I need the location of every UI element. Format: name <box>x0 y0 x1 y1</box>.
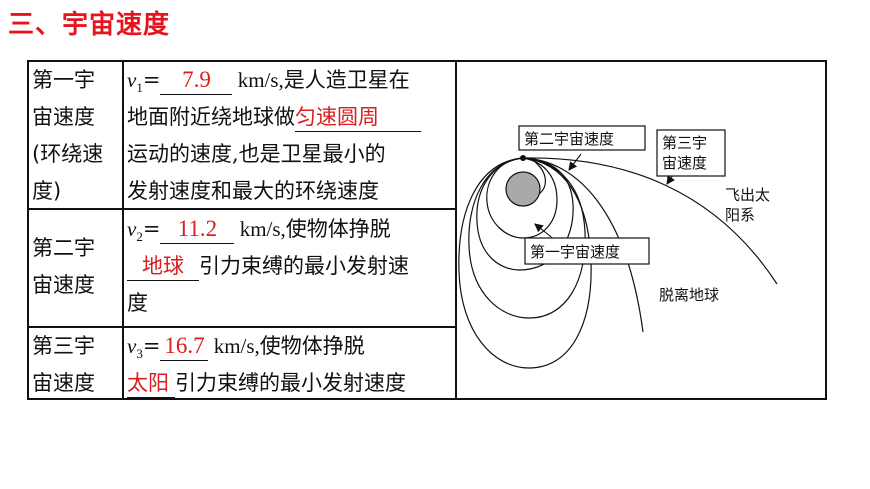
row-3-name: 第三宇 宙速度 <box>32 328 124 402</box>
label-box-second <box>518 125 646 151</box>
answer-blank: 7.9 <box>160 66 233 95</box>
row-divider-1 <box>29 208 457 210</box>
answer-value: 11.2 <box>177 216 218 241</box>
description-text: km/s,使物体挣脱 <box>234 217 391 241</box>
label-escape-earth: 脱离地球 <box>659 286 719 304</box>
answer-value: 匀速圆周 <box>295 105 379 129</box>
row-2-name: 第二宇 宙速度 <box>32 230 124 304</box>
description-text: 引力束缚的最小发射速度 <box>175 371 406 395</box>
description-text: km/s,使物体挣脱 <box>208 334 365 358</box>
label-box-third <box>656 129 726 177</box>
label-fly-out-1: 飞出太 <box>725 186 770 204</box>
column-divider-2 <box>455 62 457 398</box>
answer-value: 地球 <box>142 254 184 278</box>
row-1-description: v1= 7.9 km/s,是人造卫星在 地面附近绕地球做匀速圆周 运动的速度,也是… <box>127 62 457 210</box>
velocity-symbol: v1 <box>127 68 143 96</box>
arrow-icon <box>534 223 556 241</box>
answer-value: 太阳 <box>127 371 169 395</box>
row-1-name-line: 第一宇 <box>32 68 95 92</box>
cosmic-velocity-table: 第一宇 宙速度 (环绕速 度) v1=7.9 km/s,是人造卫星在 地面附近绕… <box>27 60 827 400</box>
label-third-velocity-2: 宙速度 <box>662 154 707 172</box>
row-2-description: v2= 11.2 km/s,使物体挣脱 地球引力束缚的最小发射速 度 <box>127 211 457 322</box>
row-1-name-line: (环绕速 <box>32 142 104 166</box>
label-second-velocity: 第二宇宙速度 <box>524 130 614 148</box>
equals-sign: = <box>142 217 161 241</box>
column-divider-1 <box>122 62 124 398</box>
earth-icon <box>505 171 541 207</box>
row-divider-2 <box>29 326 457 328</box>
description-text: 运动的速度,也是卫星最小的 <box>127 142 386 166</box>
answer-blank: 11.2 <box>160 215 235 244</box>
row-1-name-line: 度) <box>32 179 62 203</box>
row-3-description: v3=16.7 km/s,使物体挣脱 太阳引力束缚的最小发射速度 <box>127 328 457 402</box>
arrow-icon <box>568 153 582 171</box>
row-2-name-line: 第二宇 <box>32 236 95 260</box>
label-fly-out-2: 阳系 <box>725 206 755 224</box>
description-text: km/s,是人造卫星在 <box>232 68 410 92</box>
answer-blank: 匀速圆周 <box>295 103 421 132</box>
answer-blank: 太阳 <box>127 369 175 398</box>
velocity-symbol: v2 <box>127 217 143 245</box>
description-text: 发射速度和最大的环绕速度 <box>127 179 379 203</box>
row-3-name-line: 第三宇 <box>32 334 95 358</box>
section-title: 三、宇宙速度 <box>8 10 171 40</box>
answer-blank: 地球 <box>127 252 199 281</box>
launch-point-icon <box>520 155 526 161</box>
description-text: 地面附近绕地球做 <box>127 105 295 129</box>
description-text: 引力束缚的最小发射速 <box>199 254 409 278</box>
row-1-name-line: 宙速度 <box>32 105 95 129</box>
orbit-paths <box>458 157 778 369</box>
label-third-velocity-1: 第三宇 <box>662 134 707 152</box>
label-box-first <box>524 237 650 265</box>
orbit-diagram-svg: 第二宇宙速度 第三宇 宙速度 第一宇宙速度 飞出太 阳系 脱离地球 <box>458 125 778 369</box>
orbit-diagram: 第二宇宙速度 第三宇 宙速度 第一宇宙速度 飞出太 阳系 脱离地球 <box>457 62 825 398</box>
equals-sign: = <box>142 334 161 358</box>
velocity-symbol: v3 <box>127 334 143 362</box>
answer-value: 16.7 <box>164 333 205 358</box>
equals-sign: = <box>142 68 161 92</box>
answer-value: 7.9 <box>182 67 211 92</box>
answer-blank: 16.7 <box>160 332 209 361</box>
row-2-name-line: 宙速度 <box>32 273 95 297</box>
row-1-name: 第一宇 宙速度 (环绕速 度) <box>32 62 124 210</box>
label-first-velocity: 第一宇宙速度 <box>530 243 620 261</box>
row-3-name-line: 宙速度 <box>32 371 95 395</box>
description-text: 度 <box>127 291 148 315</box>
